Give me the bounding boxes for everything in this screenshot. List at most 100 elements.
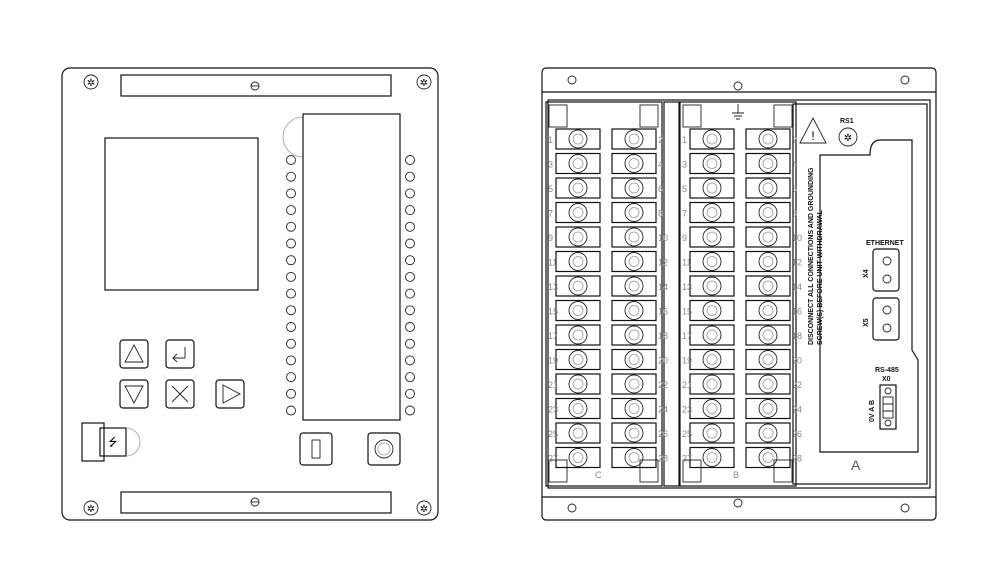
- terminal-screw-icon: [628, 378, 640, 390]
- terminal[interactable]: [689, 397, 735, 420]
- terminal-number: 7: [682, 209, 687, 219]
- terminal[interactable]: [611, 250, 657, 273]
- rs485-connector[interactable]: [879, 384, 897, 430]
- terminal[interactable]: [611, 226, 657, 248]
- terminal[interactable]: [611, 397, 657, 420]
- terminal[interactable]: [611, 373, 657, 395]
- terminal[interactable]: [611, 152, 657, 175]
- terminal[interactable]: [745, 373, 791, 395]
- terminal[interactable]: [745, 324, 791, 346]
- ethernet-port-x5[interactable]: [872, 297, 900, 341]
- terminal-screw-icon: [758, 178, 778, 198]
- terminal[interactable]: [745, 275, 791, 297]
- terminal-number: 23: [548, 405, 558, 415]
- terminal[interactable]: [555, 299, 601, 322]
- svg-text:✲: ✲: [87, 504, 95, 515]
- terminal[interactable]: [555, 226, 601, 248]
- terminal[interactable]: [689, 250, 735, 273]
- terminal-screw-icon: [624, 301, 644, 320]
- terminal[interactable]: [611, 422, 657, 444]
- terminal[interactable]: [745, 250, 791, 273]
- port-x5-label: X5: [863, 318, 870, 327]
- down-key[interactable]: [119, 379, 149, 409]
- terminal[interactable]: [689, 348, 735, 371]
- display-screen: [104, 137, 259, 291]
- terminal-screw-icon: [706, 329, 718, 341]
- terminal-screw-icon: [628, 158, 640, 169]
- led-indicator: [405, 171, 415, 182]
- led-indicator: [286, 205, 296, 216]
- terminal[interactable]: [555, 397, 601, 420]
- terminal[interactable]: [611, 275, 657, 297]
- up-key[interactable]: [119, 339, 149, 369]
- terminal[interactable]: [555, 422, 601, 444]
- terminal-screw-icon: [624, 399, 644, 418]
- terminal-screw-icon: [628, 207, 640, 218]
- fuse-icon: ✲: [838, 127, 858, 147]
- usb-port[interactable]: ⭍: [81, 422, 141, 462]
- terminal[interactable]: [555, 201, 601, 224]
- terminal[interactable]: [555, 250, 601, 273]
- terminal-number: 2: [658, 135, 663, 145]
- terminal-screw-icon: [702, 276, 722, 296]
- terminal[interactable]: [689, 128, 735, 150]
- clear-key[interactable]: [165, 379, 195, 409]
- function-button-2[interactable]: [367, 432, 401, 466]
- terminal[interactable]: [745, 128, 791, 150]
- terminal[interactable]: [555, 373, 601, 395]
- terminal[interactable]: [689, 201, 735, 224]
- terminal[interactable]: [745, 446, 791, 469]
- terminal[interactable]: [555, 128, 601, 150]
- terminal-screw-icon: [758, 252, 778, 271]
- terminal[interactable]: [555, 446, 601, 469]
- terminal[interactable]: [611, 128, 657, 150]
- terminal[interactable]: [611, 324, 657, 346]
- terminal[interactable]: [745, 201, 791, 224]
- led-indicator: [405, 322, 415, 332]
- terminal-screw-icon: [628, 427, 640, 439]
- terminal-number: 18: [792, 331, 802, 341]
- terminal[interactable]: [555, 324, 601, 346]
- terminal[interactable]: [689, 422, 735, 444]
- terminal[interactable]: [611, 201, 657, 224]
- terminal[interactable]: [745, 152, 791, 175]
- terminal[interactable]: [745, 299, 791, 322]
- terminal[interactable]: [611, 446, 657, 469]
- terminal-screw-icon: [628, 305, 640, 316]
- right-key[interactable]: [215, 379, 245, 409]
- terminal-number: 9: [548, 233, 553, 243]
- terminal[interactable]: [689, 226, 735, 248]
- terminal[interactable]: [745, 226, 791, 248]
- ethernet-port-x4[interactable]: [872, 248, 900, 292]
- terminal[interactable]: [745, 422, 791, 444]
- terminal[interactable]: [689, 275, 735, 297]
- terminal[interactable]: [689, 152, 735, 175]
- function-button-1[interactable]: [299, 432, 333, 466]
- terminal[interactable]: [611, 348, 657, 371]
- terminal[interactable]: [611, 299, 657, 322]
- terminal[interactable]: [611, 177, 657, 199]
- terminal-number: 14: [792, 282, 802, 292]
- terminal[interactable]: [745, 348, 791, 371]
- terminal[interactable]: [555, 348, 601, 371]
- terminal[interactable]: [689, 177, 735, 199]
- terminal[interactable]: [555, 275, 601, 297]
- terminal[interactable]: [689, 299, 735, 322]
- terminal-number: 21: [548, 380, 558, 390]
- terminal-screw-icon: [706, 256, 718, 267]
- terminal-number: 12: [658, 258, 668, 268]
- enter-key[interactable]: [165, 339, 195, 369]
- led-indicator: [286, 322, 296, 332]
- terminal[interactable]: [689, 446, 735, 469]
- terminal[interactable]: [555, 152, 601, 175]
- terminal[interactable]: [555, 177, 601, 199]
- terminal[interactable]: [745, 397, 791, 420]
- terminal[interactable]: [689, 373, 735, 395]
- terminal[interactable]: [745, 177, 791, 199]
- terminal-screw-icon: [762, 231, 774, 243]
- warning-text-1: DISCONNECT ALL CONNECTIONS AND GROUNDING: [808, 167, 815, 345]
- terminal-screw-icon: [758, 276, 778, 296]
- terminal-screw-icon: [702, 301, 722, 320]
- terminal-screw-icon: [706, 231, 718, 243]
- terminal[interactable]: [689, 324, 735, 346]
